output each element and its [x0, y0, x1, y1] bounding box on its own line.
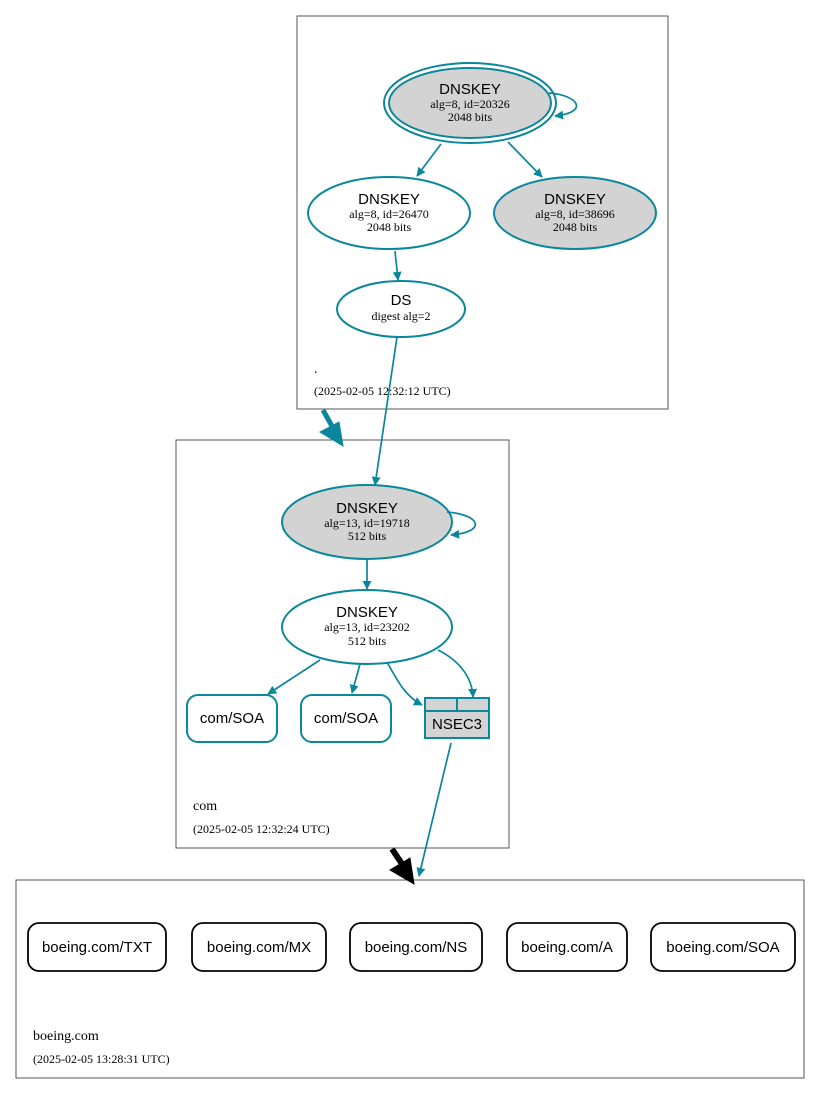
boeing-record-mx[interactable]: boeing.com/MX: [191, 922, 327, 972]
boeing-record-txt[interactable]: boeing.com/TXT: [27, 922, 167, 972]
com-ksk-title: DNSKEY: [336, 500, 398, 517]
zone-com-timestamp: (2025-02-05 12:32:24 UTC): [193, 822, 330, 836]
zone-boeing-name: boeing.com: [33, 1029, 99, 1044]
delegation-com-boeing: [389, 847, 415, 885]
root-zsk-node[interactable]: DNSKEY alg=8, id=26470 2048 bits: [307, 176, 471, 250]
com-nsec3-node[interactable]: NSEC3: [424, 697, 490, 739]
com-soa2-shape: [300, 694, 392, 743]
root-zsk-shape: [307, 176, 471, 250]
root-ksk-line2: 2048 bits: [448, 110, 493, 124]
zone-boeing-box: [15, 879, 805, 1079]
edge-com-nsec3-boeing: [416, 742, 452, 877]
boeing-record-ns-shape: [349, 922, 483, 972]
com-soa1-label: com/SOA: [200, 710, 264, 727]
com-zsk-shape: [281, 589, 453, 665]
edge-com-zsk-nsec3-a: [386, 661, 423, 706]
delegation-root-com: [318, 408, 344, 447]
boeing-record-soa-shape: [650, 922, 796, 972]
root-ds-node[interactable]: DS digest alg=2: [336, 280, 466, 338]
root-ksk-title: DNSKEY: [439, 81, 501, 98]
com-zsk-line2: 512 bits: [348, 634, 387, 648]
boeing-record-a-label: boeing.com/A: [521, 939, 613, 956]
root-zsk-title: DNSKEY: [358, 191, 420, 208]
com-zsk-line1: alg=13, id=23202: [324, 620, 410, 634]
com-ksk-line1: alg=13, id=19718: [324, 516, 410, 530]
zone-com: com (2025-02-05 12:32:24 UTC) DNSKEY alg…: [175, 439, 510, 849]
zone-com-name: com: [193, 799, 217, 814]
edge-root-ksk-key3: [507, 141, 543, 178]
edge-root-zsk-ds: [392, 250, 402, 281]
root-zsk-line1: alg=8, id=26470: [349, 207, 429, 221]
boeing-record-soa-label: boeing.com/SOA: [666, 939, 779, 956]
edge-root-ksk-zsk: [416, 143, 442, 177]
root-zsk-line2: 2048 bits: [367, 220, 412, 234]
boeing-record-a[interactable]: boeing.com/A: [506, 922, 628, 972]
edge-root-ds-com-ksk: [371, 336, 398, 486]
delegation-root-com-head: [318, 421, 344, 447]
com-ksk-node[interactable]: DNSKEY alg=13, id=19718 512 bits: [281, 484, 453, 560]
boeing-record-txt-label: boeing.com/TXT: [42, 939, 152, 956]
com-soa1-node[interactable]: com/SOA: [186, 694, 278, 743]
zone-boeing-timestamp: (2025-02-05 13:28:31 UTC): [33, 1052, 170, 1066]
edge-com-zsk-soa1: [267, 659, 321, 695]
root-ksk-inner: [388, 67, 552, 139]
root-ksk-outer: [383, 62, 557, 144]
root-ksk-line1: alg=8, id=20326: [430, 97, 510, 111]
edge-com-ksk-self: [446, 511, 477, 539]
root-key3-line1: alg=8, id=38696: [535, 207, 615, 221]
zone-boeing: boeing.com (2025-02-05 13:28:31 UTC) boe…: [15, 879, 805, 1079]
edge-com-zsk-nsec3-b: [437, 649, 478, 698]
boeing-record-ns-label: boeing.com/NS: [365, 939, 468, 956]
boeing-record-ns[interactable]: boeing.com/NS: [349, 922, 483, 972]
zone-root: . (2025-02-05 12:32:12 UTC) DNSKEY alg=8…: [296, 15, 669, 410]
root-ksk-node[interactable]: DNSKEY alg=8, id=20326 2048 bits: [383, 62, 557, 144]
com-nsec3-label: NSEC3: [432, 716, 482, 733]
root-key3-shape: [493, 176, 657, 250]
boeing-record-soa[interactable]: boeing.com/SOA: [650, 922, 796, 972]
root-key3-title: DNSKEY: [544, 191, 606, 208]
zone-root-timestamp: (2025-02-05 12:32:12 UTC): [314, 384, 451, 398]
boeing-record-a-shape: [506, 922, 628, 972]
boeing-record-txt-shape: [27, 922, 167, 972]
delegation-com-boeing-head: [389, 857, 415, 885]
delegation-root-com-shaft: [320, 408, 336, 430]
com-soa2-label: com/SOA: [314, 710, 378, 727]
boeing-record-mx-shape: [191, 922, 327, 972]
root-ds-shape: [336, 280, 466, 338]
zone-root-name: .: [314, 362, 318, 377]
com-ksk-line2: 512 bits: [348, 529, 387, 543]
root-ds-line1: digest alg=2: [371, 309, 430, 323]
com-zsk-title: DNSKEY: [336, 604, 398, 621]
delegation-com-boeing-shaft: [389, 847, 405, 866]
boeing-record-mx-label: boeing.com/MX: [207, 939, 311, 956]
root-key3-line2: 2048 bits: [553, 220, 598, 234]
edge-root-ksk-self: [548, 92, 578, 120]
com-soa2-node[interactable]: com/SOA: [300, 694, 392, 743]
com-soa1-shape: [186, 694, 278, 743]
edge-com-zsk-soa2: [349, 663, 361, 694]
root-key3-node[interactable]: DNSKEY alg=8, id=38696 2048 bits: [493, 176, 657, 250]
root-ds-title: DS: [391, 292, 412, 309]
com-zsk-node[interactable]: DNSKEY alg=13, id=23202 512 bits: [281, 589, 453, 665]
